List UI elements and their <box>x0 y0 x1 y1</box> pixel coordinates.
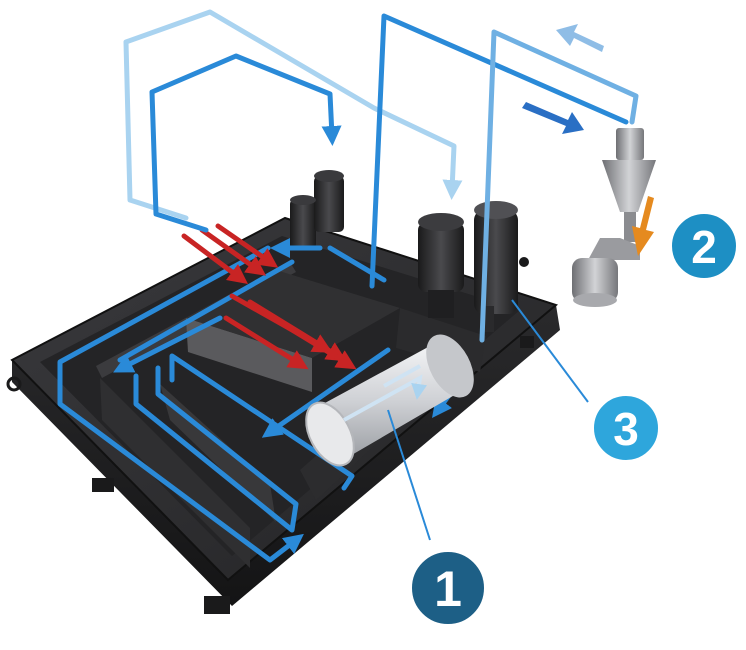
flow-arrow <box>522 102 584 134</box>
callout-badge-1: 1 <box>408 548 488 628</box>
tank-foot <box>520 336 534 348</box>
callout-label-2: 2 <box>691 221 717 273</box>
tank-foot <box>204 596 230 614</box>
tank-foot <box>92 478 114 492</box>
drum-cylinder <box>305 334 474 467</box>
callout-label-1: 1 <box>434 561 462 617</box>
callout-leaders <box>387 299 589 541</box>
callout-badge-2: 2 <box>668 210 740 282</box>
tank-hook <box>6 376 22 392</box>
leader-line-1 <box>387 409 431 541</box>
pump-icon <box>290 170 344 248</box>
overhead-pipes <box>123 9 639 343</box>
callout-badge-3: 3 <box>590 392 662 464</box>
flow-arrow <box>556 24 604 52</box>
leader-line-3 <box>511 299 589 403</box>
cyclone-separator-icon <box>572 128 656 307</box>
flow-arrow <box>632 196 654 256</box>
callout-label-3: 3 <box>613 403 639 455</box>
flow-hot-arrows <box>181 223 357 370</box>
pump-icon <box>418 213 464 318</box>
flow-arrows-external <box>522 24 654 256</box>
